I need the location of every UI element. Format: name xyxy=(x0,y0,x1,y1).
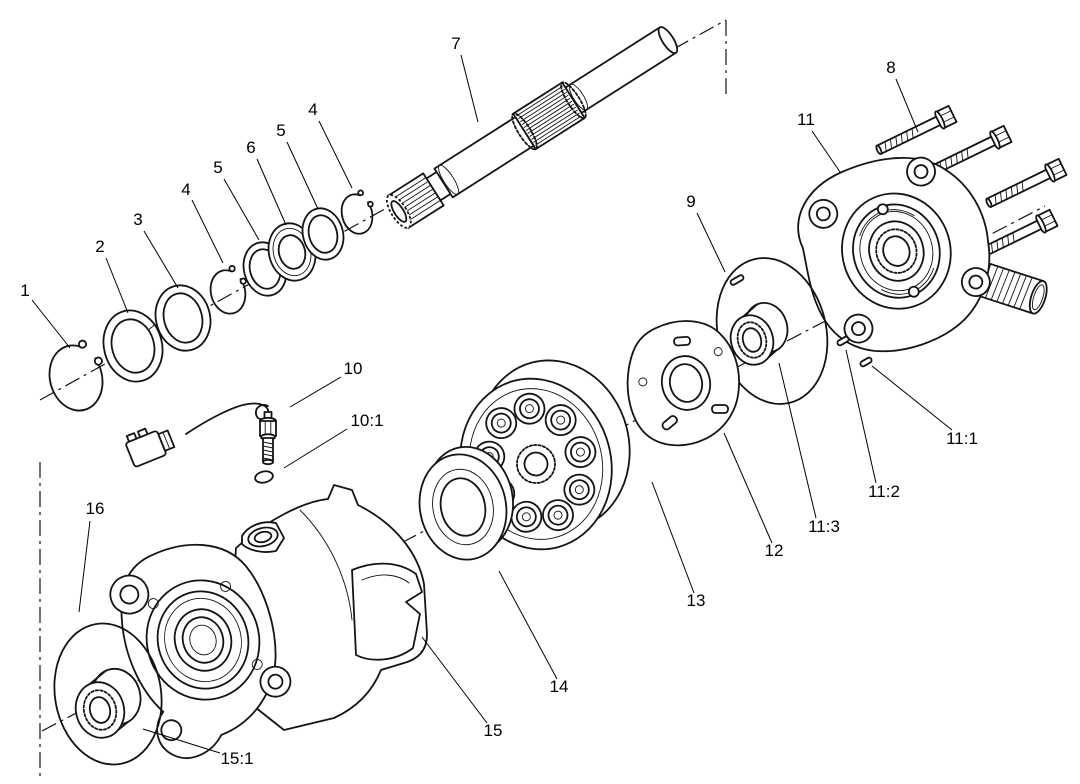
part-11-end-cap xyxy=(797,156,1048,353)
callout-2: 2 xyxy=(95,237,104,256)
sensor-fitting xyxy=(259,411,277,466)
callout-10: 10 xyxy=(344,359,363,378)
part-10-sensor xyxy=(125,402,277,468)
part-13-cylinder-block xyxy=(459,359,631,551)
callout-14: 14 xyxy=(550,677,569,696)
callout-11: 11 xyxy=(797,110,815,129)
callout-3: 3 xyxy=(133,210,142,229)
part-15-1-bushing xyxy=(74,667,142,739)
part-2-ring xyxy=(102,309,164,383)
callout-13: 13 xyxy=(687,591,706,610)
part-15-housing xyxy=(109,484,428,759)
part-8-bolts xyxy=(875,104,1068,259)
callout-9: 9 xyxy=(686,192,695,211)
bolt xyxy=(976,208,1059,259)
sensor-wire xyxy=(185,402,270,435)
part-10-1-o-ring xyxy=(254,470,274,484)
end-cap-port xyxy=(978,262,1048,315)
callout-6: 6 xyxy=(246,138,255,157)
part-7-shaft xyxy=(385,26,679,229)
part-11-2-pin xyxy=(836,335,850,347)
callout-4a: 4 xyxy=(181,180,190,199)
callout-10-1: 10:1 xyxy=(350,411,383,430)
callout-15-1: 15:1 xyxy=(220,749,253,768)
callout-1: 1 xyxy=(20,281,29,300)
callout-11-1: 11:1 xyxy=(946,429,978,448)
housing-wing xyxy=(351,562,423,661)
bolt xyxy=(875,104,958,155)
part-4-snap-ring-b xyxy=(340,189,374,235)
callout-11-3: 11:3 xyxy=(808,517,840,536)
callout-5b: 5 xyxy=(276,121,285,140)
callout-12: 12 xyxy=(765,541,784,560)
callout-7: 7 xyxy=(451,34,460,53)
part-16-o-ring xyxy=(53,622,163,766)
bolt xyxy=(985,157,1068,208)
part-1-snap-ring xyxy=(48,339,104,412)
callout-16: 16 xyxy=(86,499,105,518)
part-14-washer xyxy=(418,445,514,561)
part-4-snap-ring-a xyxy=(209,265,247,315)
sensor-connector xyxy=(125,427,176,468)
part-11-3-bushing xyxy=(729,302,789,366)
callout-labels: 1 2 3 4 5 6 5 4 7 8 11 9 10 10:1 11:1 11… xyxy=(20,34,978,768)
part-12-valve-plate xyxy=(626,320,740,447)
part-5-washer-b xyxy=(301,207,345,261)
dowel-pin xyxy=(729,274,745,286)
part-3-ring xyxy=(154,284,212,352)
leader-lines xyxy=(31,54,953,754)
housing-front-flange xyxy=(109,543,292,759)
callout-15: 15 xyxy=(484,721,503,740)
callout-11-2: 11:2 xyxy=(868,482,900,501)
callout-4b: 4 xyxy=(308,100,317,119)
callout-8: 8 xyxy=(886,58,895,77)
callout-5a: 5 xyxy=(213,158,222,177)
part-11-1-pin xyxy=(859,356,873,368)
